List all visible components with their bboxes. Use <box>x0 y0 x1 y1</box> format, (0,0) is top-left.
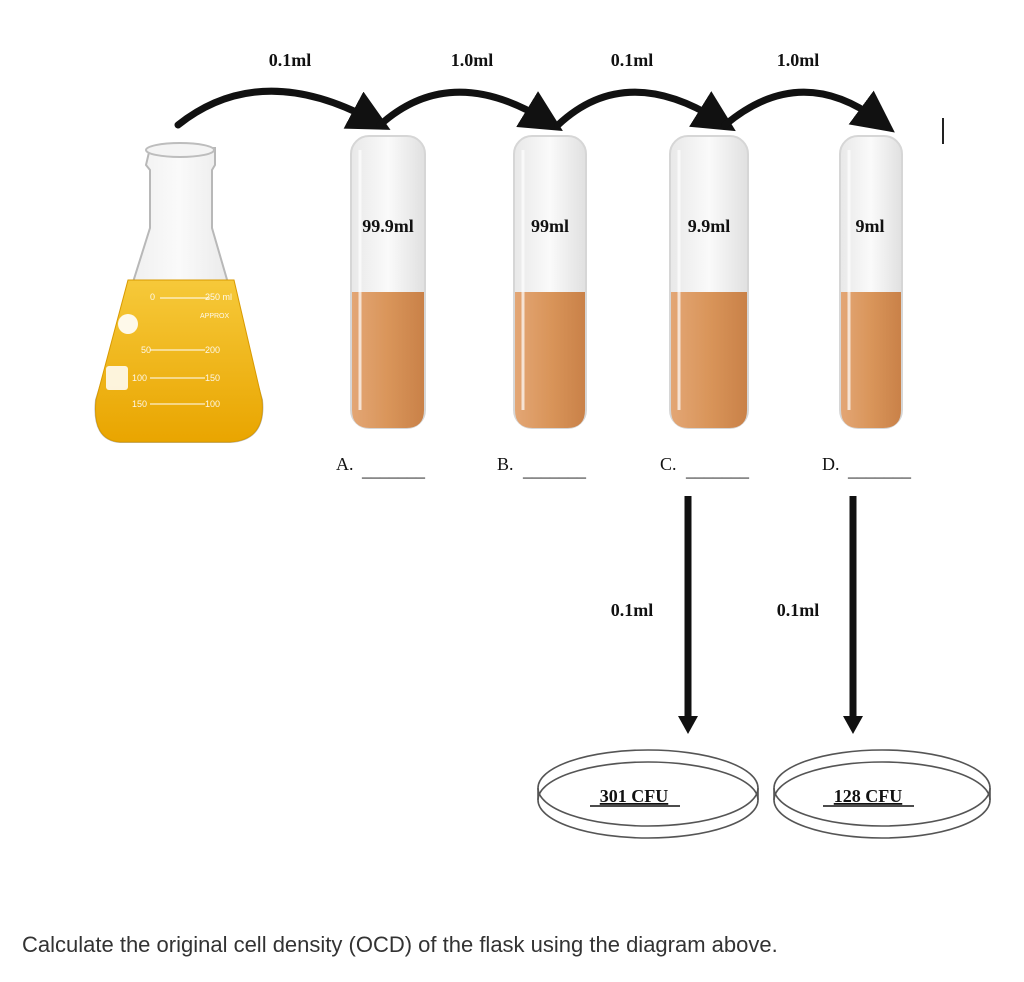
flask-graduation: APPROX <box>200 313 230 320</box>
label-patch <box>106 366 128 390</box>
tube-letter-label: B. <box>497 454 514 474</box>
test-tube-b <box>513 135 587 429</box>
transfer-arrow-icon <box>376 88 563 131</box>
flask-graduation: 0 <box>150 292 155 302</box>
tube-letter-label: A. <box>336 454 354 474</box>
tube-volume: 9ml <box>856 216 885 236</box>
brand-logo-icon <box>118 314 138 334</box>
flask-graduation: 150 <box>205 373 220 383</box>
text-cursor <box>942 118 944 144</box>
tube-letter-label: C. <box>660 454 677 474</box>
transfer-volume: 1.0ml <box>451 50 494 70</box>
tube-volume: 99ml <box>531 216 569 236</box>
colony-count: 128 CFU <box>834 786 903 806</box>
tube-volume: 9.9ml <box>688 216 731 236</box>
petri-dish-2 <box>773 749 991 839</box>
plating-volume: 0.1ml <box>611 600 654 620</box>
plating-arrows <box>678 496 863 734</box>
test-tube-d <box>839 135 903 429</box>
tube-volume: 99.9ml <box>362 216 414 236</box>
transfer-volume: 0.1ml <box>611 50 654 70</box>
erlenmeyer-flask: 0 50 100 150 200 150 100 250 ml APPROX <box>94 142 264 443</box>
test-tube-a <box>350 135 426 429</box>
transfer-arrow-icon <box>554 88 736 132</box>
transfer-volume: 0.1ml <box>269 50 312 70</box>
answer-blank[interactable]: _______ <box>847 460 912 480</box>
transfer-arrow-icon <box>721 88 895 133</box>
answer-blank[interactable]: _______ <box>685 460 750 480</box>
colony-count: 301 CFU <box>600 786 669 806</box>
flask-graduation: 50 <box>141 345 151 355</box>
arrowhead-icon <box>678 716 698 734</box>
arrowhead-icon <box>843 716 863 734</box>
flask-graduation: 100 <box>132 373 147 383</box>
petri-dish-1 <box>537 749 759 839</box>
test-tube-c <box>669 135 749 429</box>
answer-blank[interactable]: _______ <box>361 460 426 480</box>
flask-graduation: 100 <box>205 399 220 409</box>
plating-volume: 0.1ml <box>777 600 820 620</box>
tube-letter-label: D. <box>822 454 840 474</box>
question-text: Calculate the original cell density (OCD… <box>22 932 778 957</box>
answer-blank[interactable]: _______ <box>522 460 587 480</box>
flask-graduation: 250 ml <box>205 292 232 302</box>
transfer-volume: 1.0ml <box>777 50 820 70</box>
transfer-arrow-icon <box>174 87 391 130</box>
flask-graduation: 150 <box>132 399 147 409</box>
flask-graduation: 200 <box>205 345 220 355</box>
transfer-arrows <box>174 87 895 133</box>
